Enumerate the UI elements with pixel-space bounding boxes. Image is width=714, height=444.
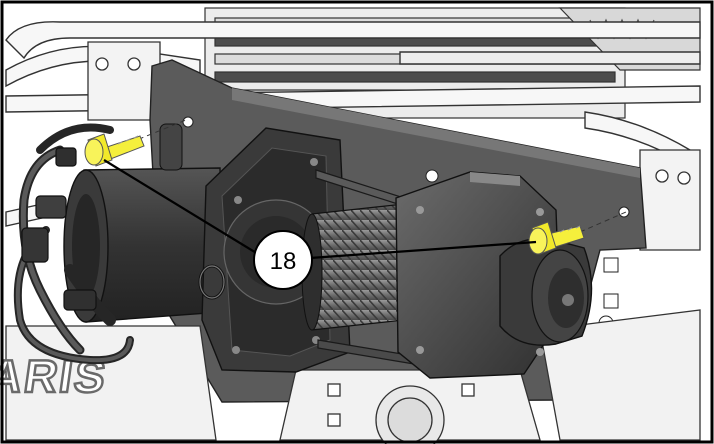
wire-connectors [21, 147, 97, 311]
bolt-right [528, 221, 585, 255]
callout-18: 18 [253, 230, 313, 290]
callout-label: 18 [270, 248, 297, 275]
cable-drum [301, 203, 405, 331]
bolt-left [84, 133, 145, 167]
hook-ring [198, 264, 226, 300]
callout-leader-lines [103, 159, 537, 260]
clutch-end-cap [499, 238, 593, 346]
frame-tabs [87, 41, 701, 251]
